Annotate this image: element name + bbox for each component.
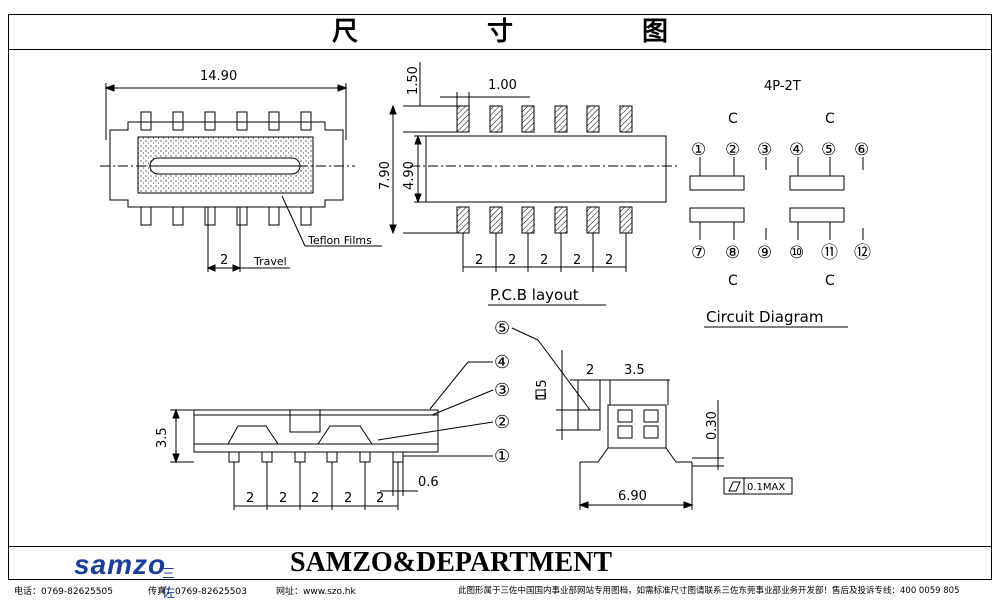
end-width: 6.90	[618, 489, 647, 504]
end-view	[556, 350, 793, 510]
circuit-c-bottom-2: C	[825, 273, 835, 289]
circuit-c-top-1: C	[728, 111, 738, 127]
side-pin-width: 0.6	[418, 475, 439, 490]
drawing-frame	[8, 14, 992, 580]
pcb-inner-dim: 4.90	[402, 161, 417, 190]
circuit-diagram-label: Circuit Diagram	[706, 308, 823, 326]
pin-label-9: ⑨	[757, 243, 772, 263]
top-view	[100, 83, 382, 272]
pin-label-8: ⑧	[725, 243, 740, 263]
logo-chinese: 三佐	[162, 566, 176, 600]
travel-value: 2	[220, 253, 228, 268]
pcb-spacing-1: 2	[475, 253, 483, 268]
samzo-logo: samzo 三佐	[74, 549, 175, 600]
end-dim-2: 2	[586, 363, 594, 378]
drawing-title-bar: 尺 寸 图	[8, 14, 992, 50]
pcb-spacing-5: 2	[605, 253, 613, 268]
pcb-spacing-3: 2	[540, 253, 548, 268]
pin-label-10: ⑩	[789, 243, 804, 263]
end-dim-3: 3.5	[624, 363, 645, 378]
square-symbol	[535, 389, 546, 400]
logo-wordmark: samzo	[74, 549, 167, 580]
pin-label-4: ④	[789, 140, 804, 160]
side-height: 3.5	[155, 427, 170, 448]
side-spacing-4: 2	[344, 491, 352, 506]
pin-label-1: ①	[691, 140, 706, 160]
callout-3: ③	[494, 380, 510, 401]
side-spacing-2: 2	[279, 491, 287, 506]
callout-1: ①	[494, 446, 510, 467]
side-spacing-5: 2	[376, 491, 384, 506]
pcb-pitch: 1.00	[488, 78, 517, 93]
pcb-layout-label: P.C.B layout	[490, 286, 579, 304]
footer-divider	[8, 546, 992, 547]
pin-label-6: ⑥	[854, 140, 869, 160]
side-spacing-1: 2	[246, 491, 254, 506]
pcb-spacing-4: 2	[573, 253, 581, 268]
drawing-title: 尺 寸 图	[331, 17, 729, 47]
side-spacing-3: 2	[311, 491, 319, 506]
pcb-pad-length: 1.50	[406, 66, 421, 95]
pcb-outer-dim: 7.90	[378, 161, 393, 190]
fax-text: 传真：0769-82625503	[148, 587, 247, 597]
callout-4: ④	[494, 352, 510, 373]
pcb-spacing-2: 2	[508, 253, 516, 268]
notice-text: 此图形属于三佐中国国内事业部网站专用图档，如需标准尺寸图请联系三佐东莞事业部业务…	[458, 586, 960, 596]
end-thickness: 0.30	[705, 411, 720, 440]
circuit-c-top-2: C	[825, 111, 835, 127]
circuit-c-bottom-1: C	[728, 273, 738, 289]
pcb-layout	[389, 62, 680, 272]
pin-label-7: ⑦	[691, 243, 706, 263]
pin-label-5: ⑤	[821, 140, 836, 160]
teflon-films-label: Teflon Films	[307, 234, 372, 247]
flatness-tolerance: 0.1MAX	[747, 482, 785, 493]
circuit-type: 4P-2T	[764, 79, 801, 94]
circuit-diagram	[689, 157, 864, 240]
department-title: SAMZO&DEPARTMENT	[290, 547, 613, 578]
pin-label-3: ③	[757, 140, 772, 160]
pin-label-2: ②	[725, 140, 740, 160]
website-text: 网址：www.szo.hk	[276, 587, 356, 597]
side-view	[170, 327, 591, 510]
pin-label-11: ⑪	[821, 243, 838, 263]
pin-label-12: ⑫	[854, 243, 871, 263]
callout-5: ⑤	[494, 318, 510, 339]
travel-label: Travel	[253, 255, 287, 268]
callout-2: ②	[494, 412, 510, 433]
top-width-label: 14.90	[200, 69, 237, 84]
phone-text: 电话：0769-82625505	[14, 587, 113, 597]
